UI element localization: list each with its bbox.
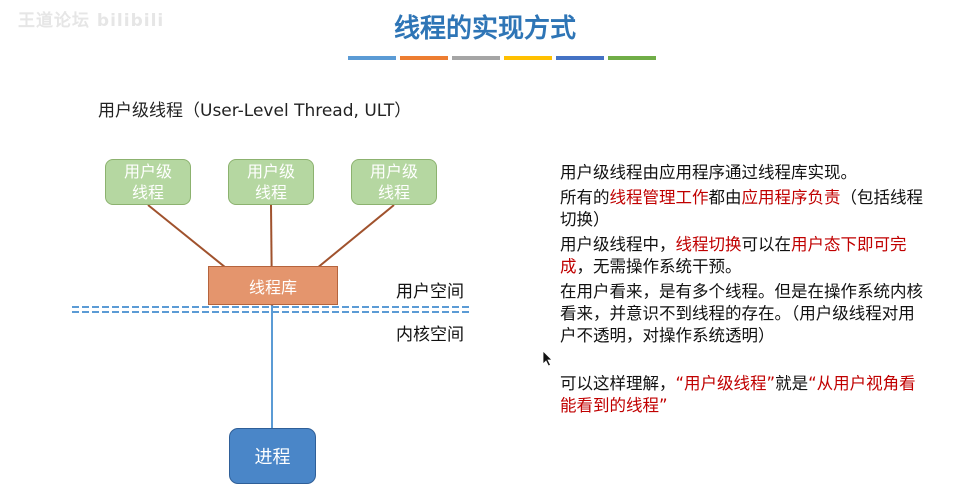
title-bar-6	[608, 56, 656, 60]
desc-text: 就是	[775, 374, 809, 393]
desc-text: （包括线程切换）	[560, 188, 923, 229]
user-space-label: 用户空间	[396, 282, 464, 302]
desc-highlight: “从用户视角看能看到的线程”	[560, 374, 916, 415]
desc-text: 都由	[708, 188, 742, 207]
subtitle: 用户级线程（User-Level Thread, ULT）	[98, 101, 412, 121]
process-box: 进程	[229, 428, 316, 484]
desc-text: 用户级线程由应用程序通过线程库实现。	[560, 163, 857, 182]
desc-paragraph-5: 可以这样理解，“用户级线程”就是“从用户视角看能看到的线程”	[560, 373, 930, 417]
watermark: 王道论坛 bilibili	[18, 11, 165, 31]
desc-highlight: 用户态下即可完成	[560, 235, 907, 276]
desc-highlight: 线程切换	[675, 235, 742, 254]
user-thread-box-3: 用户级 线程	[351, 159, 437, 205]
user-thread-box-2: 用户级 线程	[228, 159, 314, 205]
title-bar-5	[556, 56, 604, 60]
thread-library-box: 线程库	[208, 266, 338, 305]
title-bar-1	[348, 56, 396, 60]
desc-text: 在用户看来，是有多个线程。但是在操作系统内核看来，并意识不到线程的存在。（用户级…	[560, 282, 923, 345]
desc-text: ，无需操作系统干预。	[576, 257, 742, 276]
desc-paragraph-4: 在用户看来，是有多个线程。但是在操作系统内核看来，并意识不到线程的存在。（用户级…	[560, 281, 930, 347]
title-bar-3	[452, 56, 500, 60]
desc-paragraph-2: 所有的线程管理工作都由应用程序负责（包括线程切换）	[560, 187, 930, 231]
desc-paragraph-3: 用户级线程中，线程切换可以在用户态下即可完成，无需操作系统干预。	[560, 234, 930, 278]
desc-highlight: “用户级线程”	[675, 374, 776, 393]
mouse-cursor-icon	[542, 350, 553, 367]
desc-text: 所有的	[560, 188, 610, 207]
user-thread-box-1: 用户级 线程	[105, 159, 191, 205]
desc-paragraph-1: 用户级线程由应用程序通过线程库实现。	[560, 162, 930, 184]
desc-text: 可以在	[741, 235, 792, 254]
desc-highlight: 应用程序负责	[741, 188, 841, 207]
title-bar-2	[400, 56, 448, 60]
desc-text: 用户级线程中，	[560, 235, 676, 254]
kernel-space-label: 内核空间	[396, 325, 464, 345]
desc-text: 可以这样理解，	[560, 374, 676, 393]
title-bar-4	[504, 56, 552, 60]
slide-title: 线程的实现方式	[393, 14, 576, 44]
desc-highlight: 线程管理工作	[609, 188, 709, 207]
